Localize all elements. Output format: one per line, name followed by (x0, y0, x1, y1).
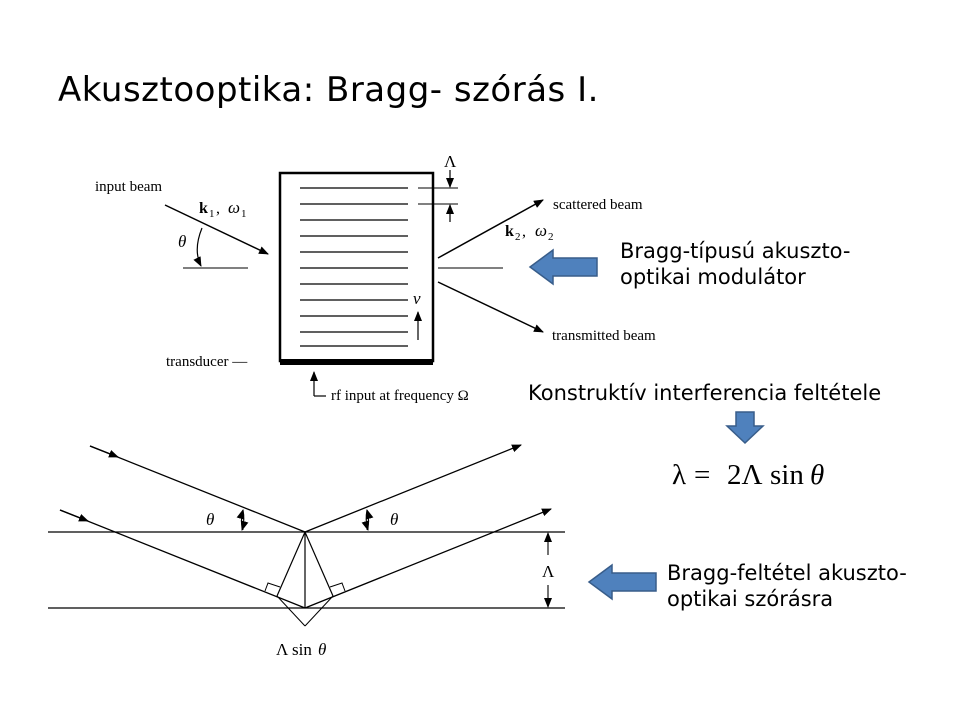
transmitted-beam-label: transmitted beam (552, 328, 656, 344)
scattered-beam-ray (437, 199, 544, 259)
bragg-reflection-diagram: θ θ Λ Λ sin θ (48, 444, 565, 659)
left-arrow-icon-bottom (587, 563, 657, 601)
bragg-formula: λ = 2Λ sin θ (672, 459, 824, 491)
acoustic-wavefronts (300, 187, 408, 347)
incident-ray-lower (59, 509, 306, 609)
formula-lambda: λ (672, 459, 686, 491)
lambda-label-top: Λ (444, 152, 457, 171)
transducer-label: transducer — (166, 354, 248, 370)
bragg-type-line1: Bragg-típusú akuszto- (620, 239, 851, 263)
k1-subscript: 1 (209, 208, 215, 220)
omega1-label: ω (228, 198, 240, 217)
bragg-condition-line1: Bragg-feltétel akuszto- (667, 561, 907, 585)
input-beam-ray (164, 204, 269, 255)
k2-label: k (505, 223, 514, 240)
omega2-subscript: 2 (548, 231, 554, 243)
lambda-label-bottom: Λ (542, 562, 555, 581)
down-arrow-icon (725, 411, 765, 445)
theta-right-label: θ (390, 510, 398, 529)
incident-ray-upper (89, 445, 306, 533)
path-diff-sin: sin (292, 640, 312, 659)
path-diff-theta: θ (318, 640, 326, 659)
k2-comma: , (522, 223, 526, 240)
rf-input-label: rf input at frequency Ω (331, 388, 469, 404)
k2-subscript: 2 (515, 231, 521, 243)
left-arrow-icon (528, 248, 598, 286)
formula-rhs: 2Λ (727, 459, 763, 491)
theta-left-label: θ (206, 510, 214, 529)
formula-sin: sin (770, 459, 804, 491)
formula-equals: = (694, 459, 710, 491)
omega1-subscript: 1 (241, 208, 247, 220)
omega2-label: ω (535, 221, 547, 240)
transducer-plate (280, 359, 433, 365)
bragg-type-note: Bragg-típusú akuszto- optikai modulátor (620, 238, 851, 290)
bragg-cell-diagram: Λ v input beam k 1 , ω 1 θ scattered bea… (95, 152, 656, 404)
bragg-cell (278, 171, 435, 363)
formula-theta: θ (810, 459, 824, 491)
input-beam-label: input beam (95, 179, 162, 195)
reflected-ray-upper (304, 444, 522, 533)
k1-label: k (199, 200, 208, 217)
transmitted-beam-ray (437, 281, 544, 333)
interference-note: Konstruktív interferencia feltétele (528, 381, 882, 405)
path-diff-lambda: Λ (276, 640, 289, 659)
scattered-beam-label: scattered beam (553, 197, 643, 213)
bragg-condition-line2: optikai szórásra (667, 587, 834, 611)
slide-title: Akusztooptika: Bragg- szórás I. (58, 70, 599, 110)
bragg-condition-note: Bragg-feltétel akuszto- optikai szórásra (667, 560, 907, 612)
k1-comma: , (216, 200, 220, 217)
velocity-label: v (413, 289, 421, 308)
bragg-type-line2: optikai modulátor (620, 265, 806, 289)
reflected-ray-lower (304, 508, 552, 609)
theta-label-top: θ (178, 232, 186, 251)
